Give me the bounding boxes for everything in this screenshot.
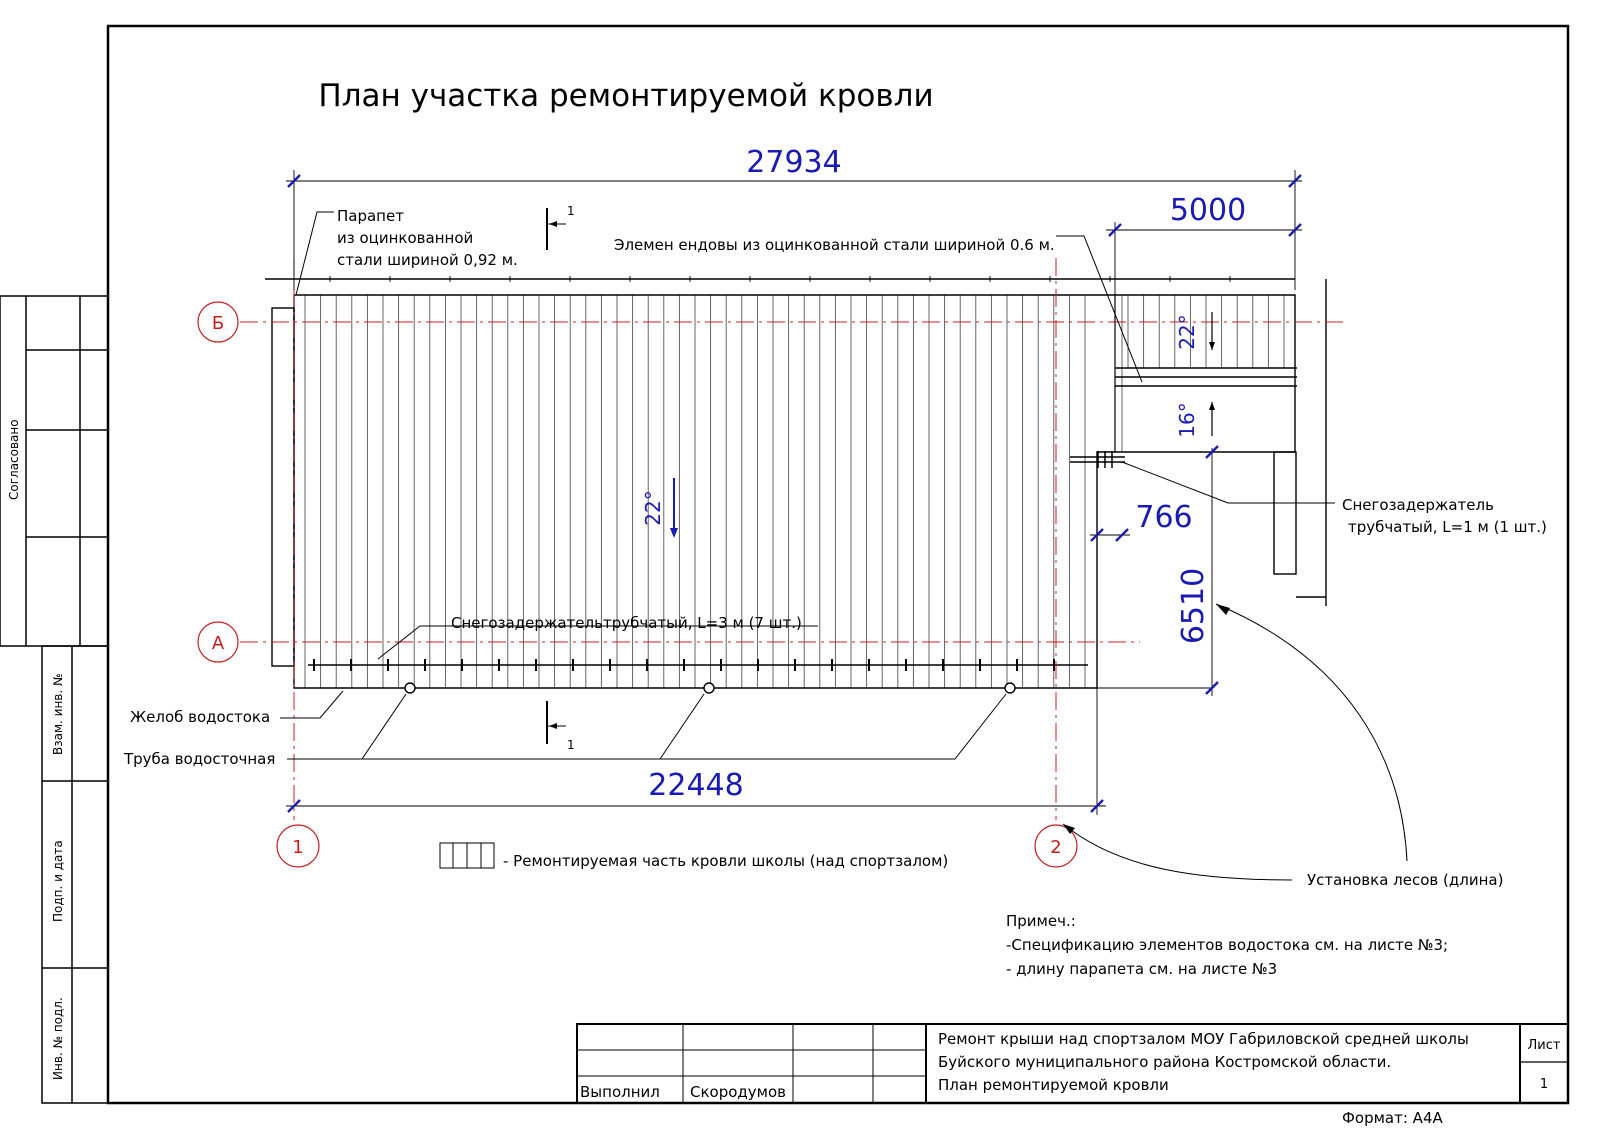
dimension-lines [286, 170, 1302, 815]
section-mark-bottom [546, 701, 566, 744]
axis-1-marker [276, 824, 320, 868]
downpipes [404, 682, 1016, 694]
section-mark-top-arrow [549, 221, 557, 227]
callout-parapet-1: Парапет [337, 207, 404, 225]
axis-1-label: 1 [292, 837, 303, 858]
section-mark-top-label: 1 [567, 204, 575, 218]
callout-scaffold: Установка лесов (длина) [1307, 871, 1503, 889]
axis-lines [240, 258, 1345, 820]
notes-line-1: -Спецификацию элементов водостока см. на… [1006, 936, 1448, 954]
callout-downpipe: Труба водосточная [123, 750, 275, 768]
callout-parapet-3: стали шириной 0,92 м. [337, 251, 518, 269]
axis-markers [197, 301, 1078, 868]
axis-2-label: 2 [1050, 837, 1061, 858]
section-mark-top [546, 208, 566, 250]
axis-a-label: А [212, 633, 225, 654]
downpipe-2 [703, 682, 715, 694]
callout-gutter: Желоб водостока [130, 708, 270, 726]
axis-b-label: Б [212, 313, 224, 334]
dim-right-width: 5000 [1170, 193, 1246, 228]
axis-a-marker [197, 621, 239, 663]
callout-snow-guard-small-2: трубчатый, L=1 м (1 шт.) [1348, 518, 1547, 536]
leader-lines [280, 211, 1408, 881]
title-block-line-2: Буйского муниципального района Костромск… [938, 1053, 1391, 1071]
downpipe-1 [404, 682, 416, 694]
section-mark-bottom-label: 1 [567, 738, 575, 752]
legend-text: - Ремонтируемая часть кровли школы (над … [503, 852, 948, 870]
stamp-agreed: Согласовано [7, 419, 21, 500]
stamp-replace-inv: Взам. инв. № [51, 674, 65, 755]
dim-lower-length: 22448 [648, 768, 743, 803]
title-block-line-1: Ремонт крыши над спортзалом МОУ Габрилов… [938, 1030, 1469, 1048]
downpipe-3 [1004, 682, 1016, 694]
dim-total-length: 27934 [746, 145, 841, 180]
roof-outline [265, 278, 1327, 689]
page-title: План участка ремонтируемой кровли [318, 78, 933, 114]
stamp-sign-date: Подп. и дата [51, 840, 65, 922]
callout-snow-guard-main: Снегозадержательтрубчатый, L=3 м (7 шт.) [451, 614, 802, 632]
slope-main: 22° [641, 490, 665, 525]
notes-line-2: - длину парапета см. на листе №3 [1006, 960, 1277, 978]
snow-guard-main [308, 659, 1088, 671]
legend-swatch [439, 842, 495, 869]
dim-depth: 6510 [1176, 568, 1211, 644]
axis-2-marker [1034, 824, 1078, 868]
slope-upper-arrowhead [1209, 342, 1215, 350]
notes-heading: Примеч.: [1006, 912, 1076, 930]
slope-upper-right: 22° [1175, 314, 1199, 349]
roof-hatching [304, 276, 1285, 688]
title-block-sheet-number: 1 [1540, 1077, 1548, 1092]
section-mark-bottom-arrow [549, 723, 557, 729]
valley-element [1114, 295, 1123, 452]
snow-guard-small [1070, 451, 1125, 468]
title-block-line-3: План ремонтируемой кровли [938, 1076, 1169, 1094]
slope-lower-right: 16° [1175, 402, 1199, 437]
axis-b-marker [197, 301, 239, 343]
callout-valley: Элемен ендовы из оцинкованной стали шири… [614, 236, 1055, 254]
title-block-name: Скородумов [690, 1083, 786, 1101]
dimension-ticks [287, 174, 1302, 813]
leader-arrow-scaffold [1216, 604, 1230, 615]
slope-lower-arrowhead [1209, 402, 1215, 410]
title-block-role: Выполнил [580, 1083, 660, 1101]
leader-arrow-axis2 [1063, 824, 1075, 834]
stamp-inv-orig: Инв. № подл. [51, 997, 65, 1080]
title-block-sheet-label: Лист [1528, 1038, 1561, 1053]
callout-parapet-2: из оцинкованной [337, 229, 473, 247]
format-label: Формат: А4А [1342, 1109, 1443, 1127]
left-stamp [0, 295, 109, 1104]
callout-snow-guard-small-1: Снегозадержатель [1342, 496, 1494, 514]
title-block [576, 1023, 1569, 1104]
dim-small-width: 766 [1135, 500, 1192, 535]
slope-main-arrowhead [670, 528, 678, 538]
